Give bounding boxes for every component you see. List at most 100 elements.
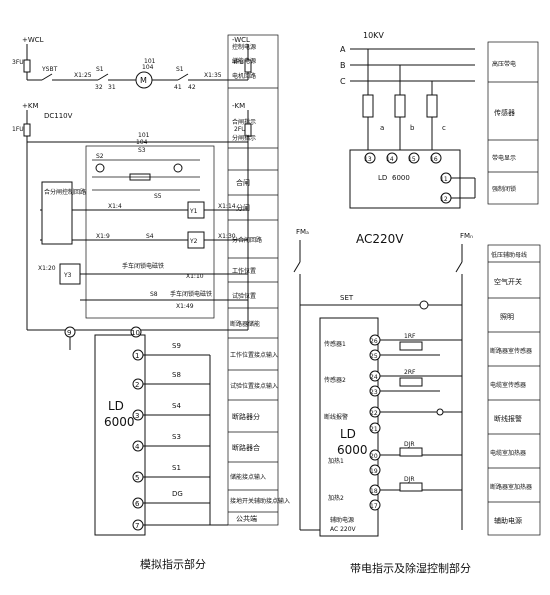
phase-a-lc: a (380, 124, 384, 132)
ld-brand-top: LD (378, 174, 387, 182)
x1-30-label: X1:30 (218, 233, 236, 240)
x1-20-label: X1:20 (38, 265, 56, 272)
terminal-17 (369, 499, 381, 511)
terminal-21-label: 21 (370, 426, 378, 433)
right-top-table: 高压带电 传感器 带电显示 强制闭锁 (487, 41, 539, 205)
s8-label-ctl: S8 (150, 291, 158, 298)
input-row: 2 S8 (132, 371, 210, 390)
wcl-minus-label: -WCL (232, 36, 250, 44)
djr1-label: DJR (404, 441, 415, 448)
left-label-frame (227, 34, 279, 526)
fm-left-label: FMₐ (296, 228, 309, 236)
label-aux-bus: 低压辅助母线 (491, 251, 527, 259)
terminal-26-label: 26 (370, 338, 378, 345)
input-3-switch: S4 (172, 402, 181, 410)
label-motor-circuit: 电机回路 (232, 72, 256, 80)
label-breaker-close: 断路器合 (232, 443, 260, 452)
phase-c-lc: c (442, 124, 446, 132)
phase-c-label: C (340, 77, 346, 86)
x1-9-label: X1:9 (96, 233, 110, 240)
label-lighting: 照明 (500, 313, 514, 321)
ld-model-right: 6000 (337, 443, 368, 457)
resistor-1rf (399, 341, 423, 351)
label-close-indicate: 合闸指示 (232, 118, 256, 126)
terminal-19 (369, 464, 381, 476)
y3-label: Y3 (63, 272, 72, 279)
right-bottom-table: 低压辅助母线 空气开关 照明 断路器室传感器 电缆室传感器 断线报警 电缆室加热… (487, 244, 541, 536)
input-5-num: 5 (135, 474, 139, 482)
y1-label: Y1 (189, 208, 198, 215)
x1-35-label: X1:35 (204, 72, 222, 79)
label-open: 分闸 (236, 203, 250, 212)
breaker-inner-frame (85, 145, 215, 319)
label-breaker-room-heater: 断路器室加热器 (490, 483, 532, 491)
terminal-12-label: 12 (440, 196, 448, 203)
input-row: 3 S4 (132, 402, 210, 421)
label-storage-contact-input: 储能接点输入 (230, 473, 266, 481)
label-work-contact-input: 工作位置接点输入 (230, 351, 278, 359)
label-force-lock: 强制闭锁 (492, 185, 516, 193)
terminal-21 (369, 422, 381, 434)
x1-49-label: X1:49 (176, 303, 194, 310)
label-cable-room-sensor: 电缆室传感器 (490, 381, 526, 389)
fm-right-label: FMₙ (460, 232, 473, 240)
n104-label: 104 (142, 64, 154, 71)
djr2-label: DJR (404, 476, 415, 483)
s4-label: S4 (146, 233, 154, 240)
alarm-lamp-icon (436, 408, 444, 416)
r1-label: 1RF (404, 333, 416, 340)
ld6000-right-box (319, 317, 379, 537)
manual-lock-2-label: 手车闭锁电磁铁 (170, 290, 212, 298)
right-bottom-frame (487, 244, 541, 536)
terminal-24-label: 24 (370, 374, 378, 381)
motor-label: M (140, 76, 147, 85)
terminal-15 (408, 152, 420, 164)
s1-contact-a (97, 73, 109, 81)
s1-label-a: S1 (96, 66, 104, 73)
n41-label: 41 (174, 84, 182, 91)
x1-25-label: X1:25 (74, 72, 92, 79)
label-cable-room-heater: 电缆室加热器 (490, 449, 526, 457)
right-caption: 带电指示及除湿控制部分 (350, 561, 471, 575)
sensor-a (362, 94, 374, 118)
label-close: 合闸 (236, 178, 250, 187)
r2-label: 2RF (404, 369, 416, 376)
input-6-num: 6 (135, 500, 140, 508)
voltage-label: 10KV (363, 31, 384, 40)
n32-label: 32 (95, 84, 103, 91)
coil-y1 (187, 201, 205, 219)
input-2-switch: S8 (172, 371, 181, 379)
km-plus-label: +KM (22, 102, 39, 110)
s5-label: S5 (154, 193, 162, 200)
ld-brand-right: LD (340, 427, 356, 441)
terminal-15-label: 15 (408, 156, 416, 163)
analog-indicator: 9 10 LD 6000 1 S9 2 S8 3 S4 4 S3 (64, 326, 228, 536)
label-open-indicate: 分闸指示 (232, 134, 256, 142)
heat2-label: 加热2 (328, 494, 344, 502)
input-4-num: 4 (135, 443, 140, 451)
sensor1-label: 传感器1 (324, 340, 346, 348)
label-aux-power: 辅助电源 (494, 516, 522, 525)
ld-brand-left: LD (108, 399, 124, 413)
manual-lock-1-label: 手车闭锁电磁铁 (122, 262, 164, 270)
label-breaker-open: 断路器分 (232, 412, 260, 421)
label-live-display: 带电显示 (492, 154, 516, 162)
phase-b-lc: b (410, 124, 415, 132)
heat1-label: 加热1 (328, 457, 344, 465)
fu2-label: 2FU (234, 126, 246, 133)
hand-control-block (41, 181, 73, 245)
s1-label-b: S1 (176, 66, 184, 73)
terminal-14 (386, 152, 398, 164)
dc110-label: DC110V (44, 112, 73, 120)
terminal-10 (130, 326, 142, 338)
hv-indicator-section: 10KV A B C a b c 13 14 15 16 11 12 LD 60… (340, 31, 476, 246)
label-sensor: 传感器 (494, 108, 515, 117)
indicator-lamp-1 (95, 163, 105, 173)
fuse-1fu (23, 123, 31, 137)
input-row: 6 DG (132, 490, 210, 509)
s3-label: S3 (138, 147, 146, 154)
wcl-plus-label: +WCL (22, 36, 44, 44)
ld-model-top: 6000 (392, 174, 410, 182)
n42-label: 42 (188, 84, 196, 91)
label-test-contact-input: 试验位置接点输入 (230, 382, 278, 390)
